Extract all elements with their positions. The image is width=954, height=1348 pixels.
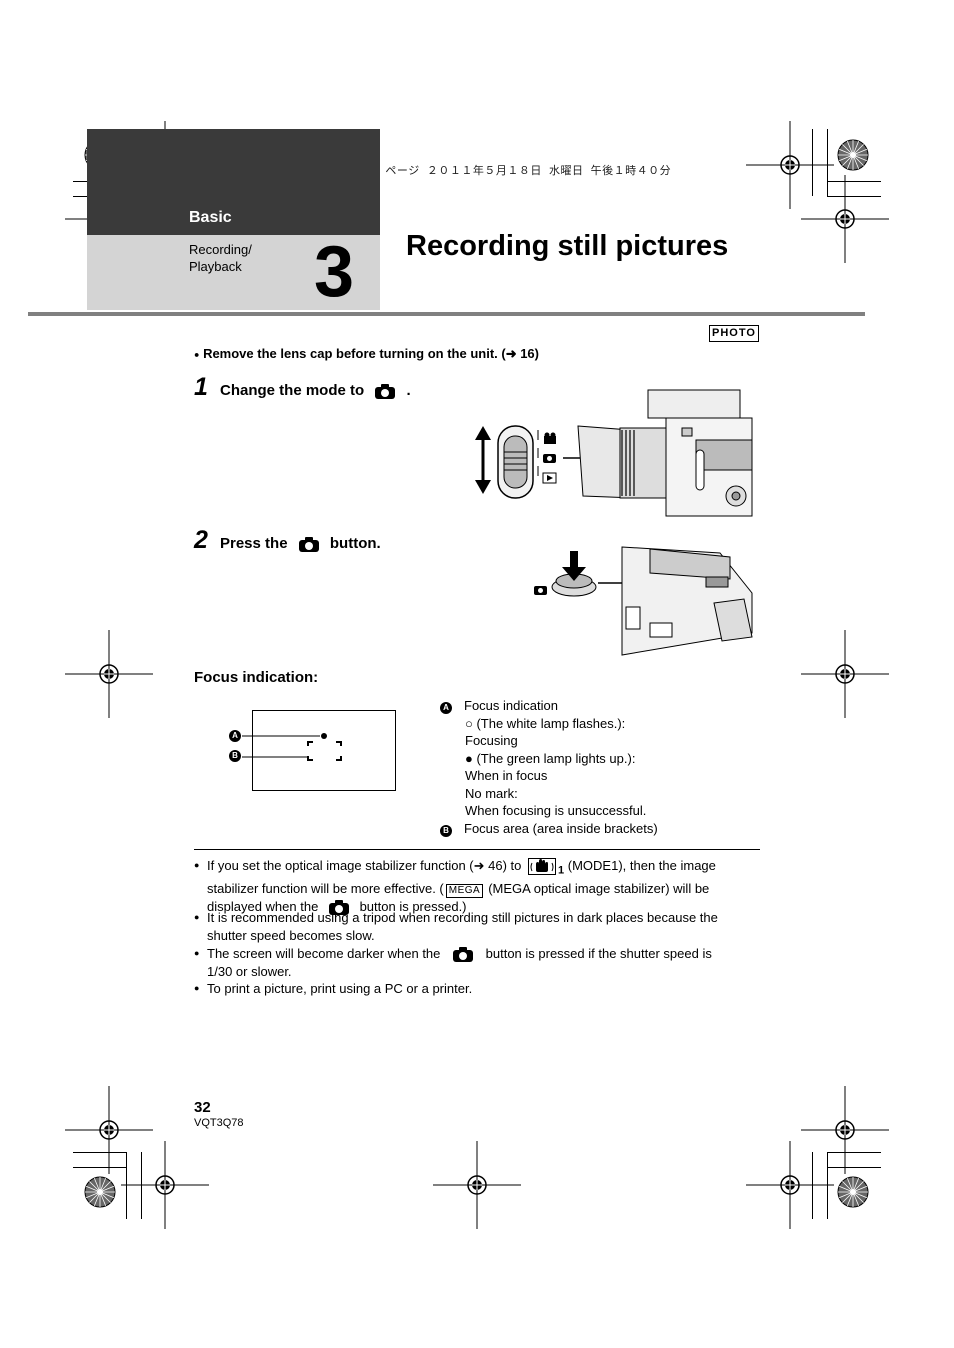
legend-a-title: Focus indication [464,698,558,713]
stabilizer-icon [528,857,557,875]
step-2-number: 2 [194,526,208,554]
camera-icon [328,900,349,916]
step-1-text-after: . [406,382,411,399]
note-1-line2b: (MEGA optical image stabilizer) will be [488,881,710,897]
note-stabilizer-text: If you set the optical image stabilizer … [194,857,764,916]
note-1-subscript: 1 [558,864,565,877]
legend-a-line2: Focusing [465,733,518,748]
subsection-tab [87,235,380,310]
note-tripod: ● It is recommended using a tripod when … [194,909,764,944]
note-2-line1: It is recommended using a tripod when re… [207,910,718,925]
note-1-line3b: button is pressed.) [359,899,467,915]
subsection-line-2: Playback [189,259,242,274]
camera-icon [453,947,474,963]
step-1-text-before: Change the mode to [220,382,365,399]
subsection-label: Recording/ Playback [189,241,252,275]
bullet: ● [194,948,200,958]
note-screen-darker: ● The screen will become darker when the… [194,945,764,981]
section-tab [87,129,380,235]
note-3-line1b: button is pressed if the shutter speed i… [485,946,712,961]
note-2-line2: shutter speed becomes slow. [207,927,375,943]
bullet: ● [194,860,200,870]
camera-icon [375,383,396,399]
note-3-line1a: The screen will become darker when the [207,946,441,961]
bullet: ● [194,983,200,993]
precaution-note: ● Remove the lens cap before turning on … [194,346,539,362]
note-1-part2: (MODE1), then the image [567,858,716,873]
page-number: 32 [194,1099,211,1116]
bullet: ● [194,912,200,922]
step-1-number: 1 [194,373,208,401]
bullet: ● [194,349,200,360]
legend-a-line1: ○ (The white lamp flashes.): [465,715,626,731]
note-screen-darker-text: The screen will become darker when the b… [194,945,764,981]
camera-icon [298,536,319,552]
callout-a: A [229,730,241,742]
note-tripod-text: It is recommended using a tripod when re… [194,909,764,944]
step-2-text-before: Press the [220,535,288,552]
title-rule [28,312,865,316]
focus-legend: A Focus indication ○ (The white lamp flas… [440,697,770,837]
legend-a-line5: No mark: [465,785,518,801]
legend-b-title: Focus area (area inside brackets) [464,820,658,836]
precaution-text: Remove the lens cap before turning on th… [203,346,539,361]
callout-b: B [229,750,241,762]
step-2-text-after: button. [329,535,381,552]
page-title: Recording still pictures [406,230,729,262]
section-label: Basic [189,209,232,226]
legend-a-line4: When in focus [465,768,548,783]
mode-switch-illustration [475,389,753,517]
legend-a-marker: A [440,702,452,714]
photo-mode-badge: PHOTO [709,325,759,342]
shutter-button-illustration [534,546,753,656]
step-1-text: Change the mode to . [220,382,411,400]
note-print: ● To print a picture, print using a PC o… [194,980,764,998]
note-stabilizer: ● If you set the optical image stabilize… [194,857,764,916]
note-4-text: To print a picture, print using a PC or … [207,981,473,996]
focus-diagram [242,710,396,791]
mega-badge: MEGA [445,884,484,899]
focus-heading: Focus indication: [194,669,319,686]
note-3-line2: 1/30 or slower. [207,964,292,980]
chapter-number: 3 [314,232,355,312]
step-2-text: Press the button. [220,535,381,553]
legend-a-line3: ● (The green lamp lights up.): [465,750,636,766]
note-1-part1: If you set the optical image stabilizer … [207,858,522,873]
notes-divider [194,849,760,850]
note-1-line2a: stabilizer function will be more effecti… [207,881,444,897]
note-1-line3a: displayed when the [207,899,319,915]
legend-a-line6: When focusing is unsuccessful. [465,803,647,818]
legend-b-marker: B [440,824,452,837]
subsection-line-1: Recording/ [189,242,252,257]
doc-code: VQT3Q78 [194,1117,244,1129]
